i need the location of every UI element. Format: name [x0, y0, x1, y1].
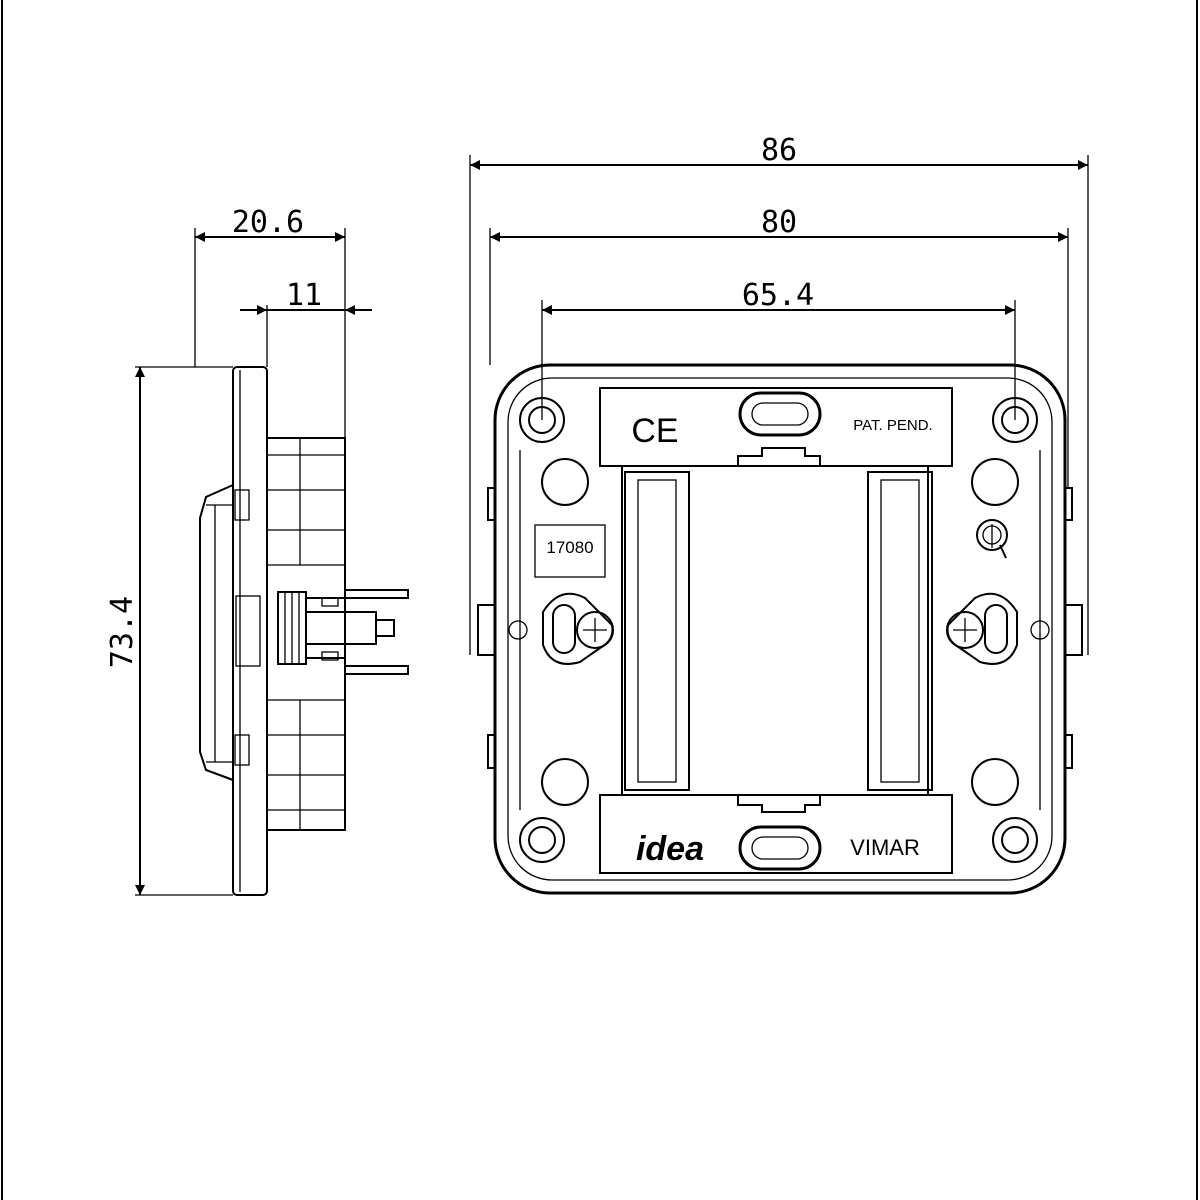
dim-label-outer-width: 86 — [761, 133, 797, 168]
dim-label-height: 73.4 — [105, 596, 140, 668]
series-logo: idea — [636, 830, 704, 868]
side-view-dimensions: 20.6 11 73.4 — [105, 205, 372, 896]
part-number: 17080 — [546, 538, 593, 557]
front-view: CE PAT. PEND. 17080 idea VIMAR — [477, 363, 1083, 895]
bottom-slot — [738, 825, 822, 871]
ce-mark: CE — [631, 412, 678, 450]
brand-label: VIMAR — [850, 835, 920, 860]
side-view — [199, 366, 409, 896]
dim-label-depth: 20.6 — [232, 205, 304, 240]
dim-label-hole-spacing: 65.4 — [742, 278, 814, 313]
front-view-dimensions: 86 80 65.4 — [469, 133, 1089, 655]
patent-label: PAT. PEND. — [853, 417, 932, 434]
top-slot — [738, 391, 822, 437]
dim-label-body: 11 — [286, 278, 322, 313]
quality-mark-icon — [976, 519, 1008, 551]
dim-label-mid-width: 80 — [761, 205, 797, 240]
